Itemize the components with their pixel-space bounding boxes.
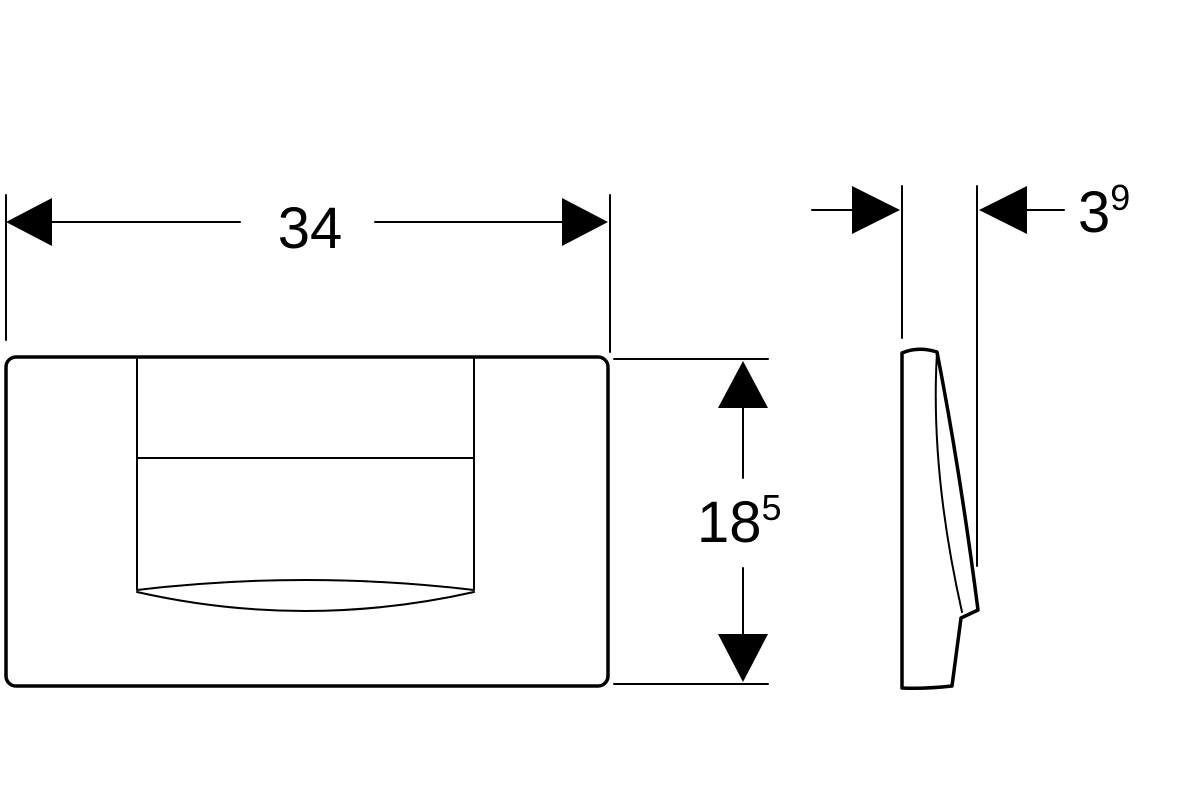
depth-arrow-left [852, 186, 900, 234]
depth-label: 39 [1078, 177, 1130, 245]
height-label: 185 [697, 487, 782, 555]
depth-arrow-right [979, 186, 1027, 234]
side-view [900, 347, 980, 690]
width-arrow-left [6, 198, 52, 246]
height-arrow-top [718, 361, 768, 408]
height-dimension: 185 [613, 358, 782, 685]
flush-button-outline [136, 358, 475, 591]
width-dimension: 34 [5, 194, 611, 353]
height-arrow-bottom [718, 634, 768, 682]
width-arrow-right [562, 198, 608, 246]
plate-outline [4, 355, 610, 688]
side-profile-inner [934, 351, 963, 613]
width-label: 34 [278, 196, 343, 261]
front-view [4, 355, 610, 688]
depth-dimension: 39 [811, 177, 1130, 567]
side-profile-outline [900, 347, 980, 690]
flush-button-curve [136, 591, 475, 612]
